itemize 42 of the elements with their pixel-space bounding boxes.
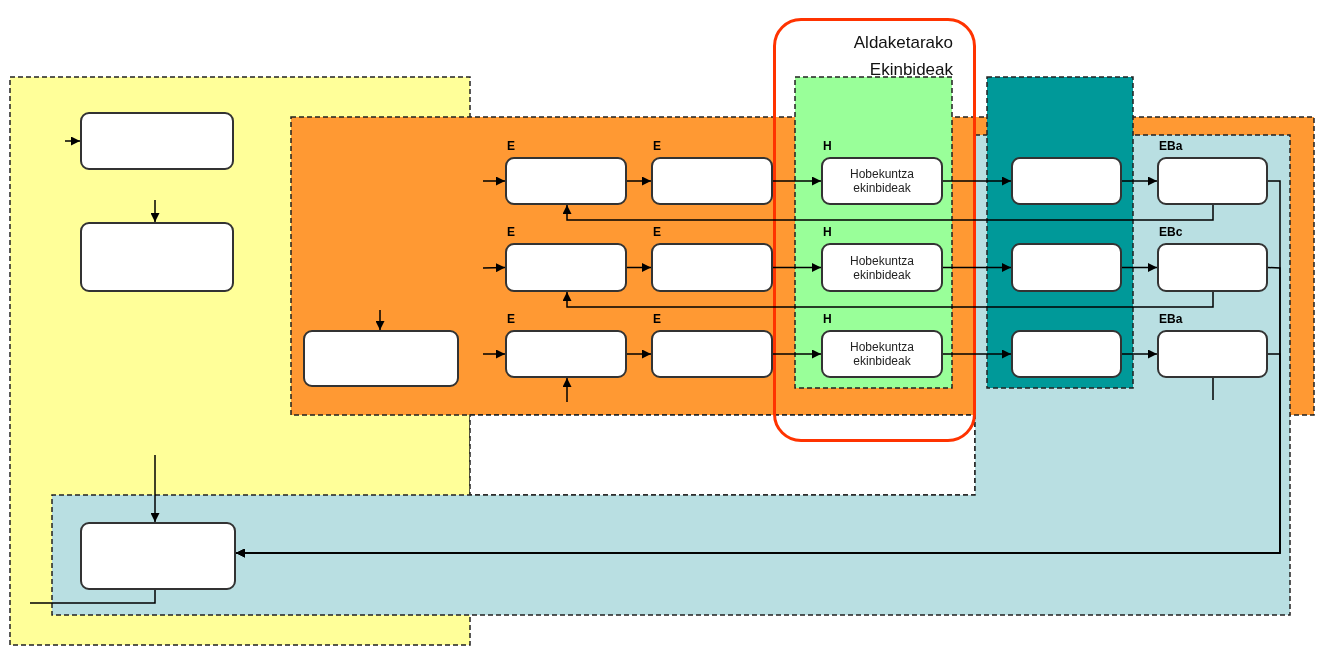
arrow <box>772 263 822 272</box>
box-label: E <box>507 312 515 326</box>
arrow <box>482 176 506 186</box>
box-label: EBa <box>1159 139 1183 153</box>
arrow <box>772 349 822 359</box>
arrow <box>562 204 1214 221</box>
arrow <box>150 454 160 523</box>
connector-line <box>1212 377 1214 401</box>
arrow <box>1121 176 1158 186</box>
box-label: E <box>653 225 661 239</box>
arrow <box>482 349 506 359</box>
arrow <box>562 377 572 403</box>
highlight-frame <box>773 18 976 442</box>
arrow <box>626 263 652 272</box>
arrow <box>772 176 822 186</box>
arrow <box>942 263 1012 272</box>
box-text: Hobekuntza ekinbideak <box>848 253 915 282</box>
box-text: Hobekuntza ekinbideak <box>848 340 915 368</box>
arrow <box>1121 263 1158 272</box>
box-label: EBc <box>1159 225 1183 239</box>
arrow <box>1121 349 1158 359</box>
box-label: E <box>653 139 661 153</box>
arrow <box>64 136 81 146</box>
arrow <box>482 263 506 273</box>
arrow <box>626 349 652 359</box>
arrow <box>235 353 1281 558</box>
frame-title: Aldaketarako Ekinbideak <box>852 32 953 81</box>
box-label: H <box>823 139 832 153</box>
box-label: E <box>507 225 515 239</box>
arrow <box>942 349 1012 359</box>
box-label: E <box>653 312 661 326</box>
box-label: E <box>507 139 515 153</box>
box-label: H <box>823 225 832 239</box>
box-label: H <box>823 312 832 326</box>
connector-line <box>29 589 156 604</box>
box-text: Hobekuntza ekinbideak <box>848 167 915 195</box>
arrow <box>375 309 385 331</box>
arrow <box>626 176 652 186</box>
box-label: EBa <box>1159 312 1183 326</box>
arrow <box>562 291 1214 308</box>
arrow <box>942 176 1012 186</box>
arrow <box>150 199 160 223</box>
